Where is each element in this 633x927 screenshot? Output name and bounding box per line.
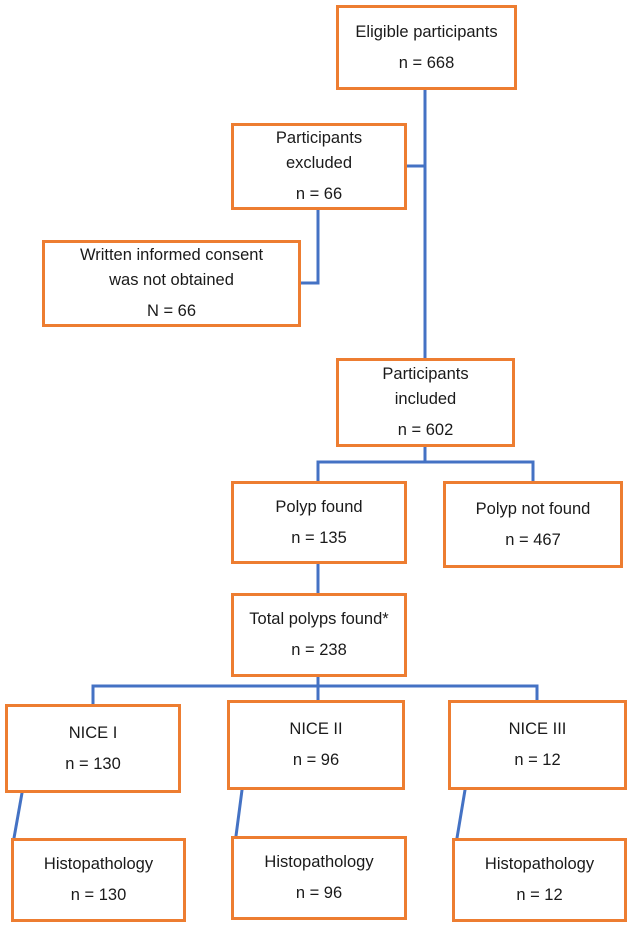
participants-included-box: Participants included n = 602	[336, 358, 515, 447]
participants-included-label-line1: Participants	[382, 365, 469, 384]
histopathology-2-count: n = 96	[295, 884, 343, 902]
consent-not-obtained-box: Written informed consent was not obtaine…	[42, 240, 301, 327]
polyp-found-label: Polyp found	[275, 497, 363, 516]
nice-3-label: NICE III	[508, 720, 567, 739]
histopathology-1-label: Histopathology	[43, 855, 154, 874]
consent-not-obtained-label-line1: Written informed consent	[79, 246, 264, 265]
participants-excluded-box: Participants excluded n = 66	[231, 123, 407, 210]
participants-included-label-line2: included	[394, 390, 457, 409]
eligible-participants-label: Eligible participants	[355, 22, 498, 41]
eligible-participants-count: n = 668	[398, 53, 455, 72]
nice-2-count: n = 96	[292, 751, 340, 769]
histopathology-2-box: Histopathology n = 96	[231, 836, 407, 920]
connector-nice2-to-histo2	[234, 788, 244, 838]
histopathology-2-label: Histopathology	[264, 853, 374, 872]
participants-included-count: n = 602	[397, 420, 454, 439]
nice-3-count: n = 12	[514, 751, 561, 769]
participants-excluded-count: n = 66	[295, 184, 343, 203]
histopathology-3-box: Histopathology n = 12	[452, 838, 627, 922]
total-polyps-found-label: Total polyps found*	[249, 610, 389, 629]
histopathology-3-label: Histopathology	[484, 855, 595, 874]
nice-1-label: NICE I	[68, 723, 118, 742]
total-polyps-found-box: Total polyps found* n = 238	[231, 593, 407, 677]
participants-excluded-label-line2: excluded	[285, 154, 353, 173]
total-polyps-found-count: n = 238	[291, 641, 347, 659]
connector-excluded-to-consent	[299, 208, 320, 285]
polyp-not-found-label: Polyp not found	[475, 499, 591, 518]
connector-nice1-to-histo1	[12, 791, 24, 840]
polyp-found-count: n = 135	[291, 528, 347, 547]
histopathology-3-count: n = 12	[516, 886, 563, 904]
histopathology-1-box: Histopathology n = 130	[11, 838, 186, 922]
polyp-found-box: Polyp found n = 135	[231, 481, 407, 564]
eligible-participants-box: Eligible participants n = 668	[336, 5, 517, 90]
nice-2-label: NICE II	[289, 720, 343, 739]
polyp-not-found-count: n = 467	[505, 530, 561, 549]
histopathology-1-count: n = 130	[70, 886, 127, 904]
nice-3-box: NICE III n = 12	[448, 700, 627, 790]
consent-not-obtained-label-line2: was not obtained	[109, 271, 234, 290]
nice-1-count: n = 130	[65, 754, 121, 773]
participants-excluded-label-line1: Participants	[275, 129, 363, 148]
nice-2-box: NICE II n = 96	[227, 700, 405, 790]
consent-not-obtained-count: N = 66	[146, 301, 197, 320]
nice-1-box: NICE I n = 130	[5, 704, 181, 793]
polyp-not-found-box: Polyp not found n = 467	[443, 481, 623, 568]
connector-nice3-to-histo3	[455, 788, 467, 840]
